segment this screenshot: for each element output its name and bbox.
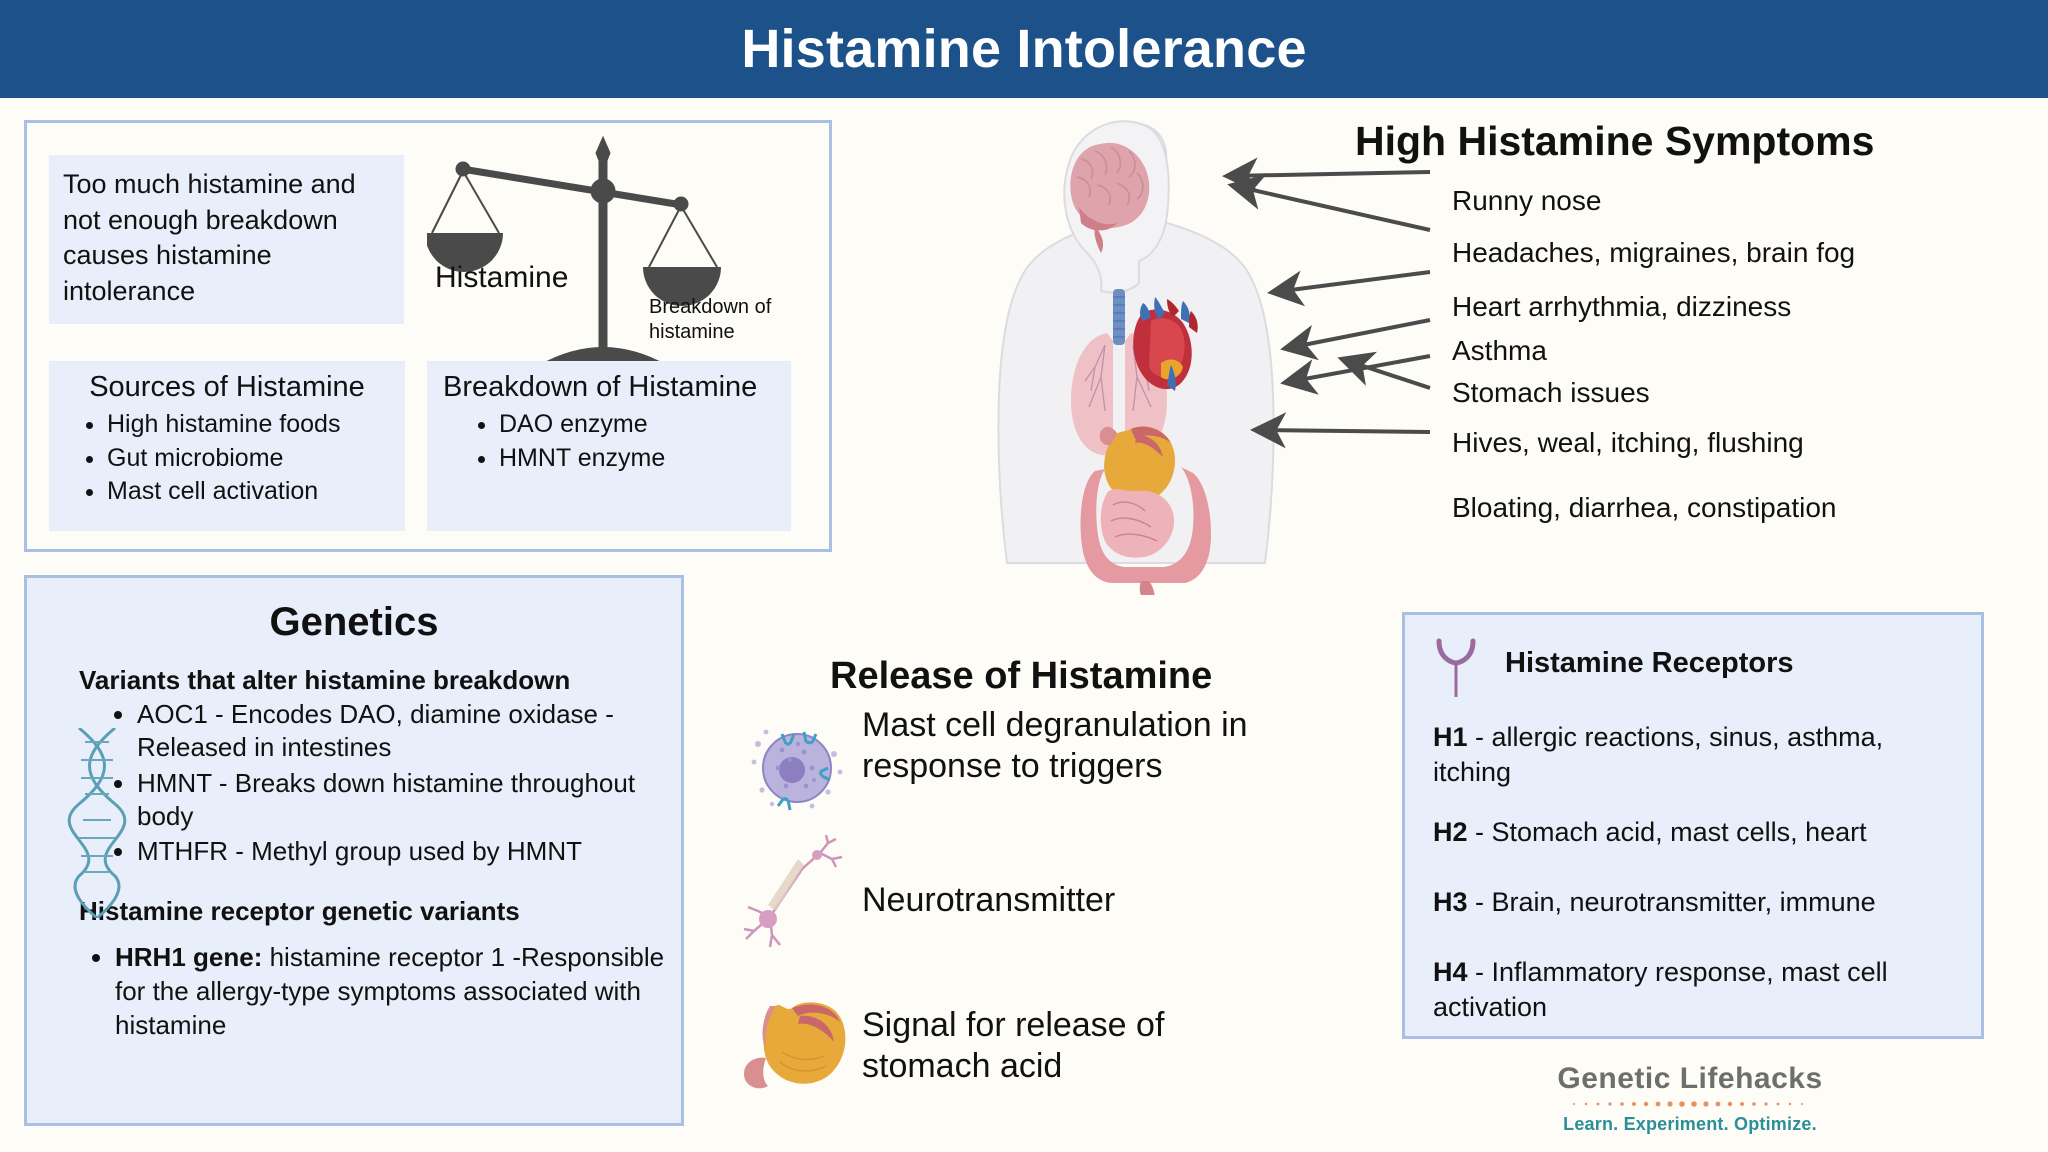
receptors-title: Histamine Receptors bbox=[1505, 647, 1794, 679]
arrow-heart bbox=[1267, 270, 1431, 307]
arrow-headaches bbox=[1227, 174, 1431, 232]
breakdown-of-histamine-box: Breakdown of Histamine DAO enzyme HMNT e… bbox=[427, 361, 791, 531]
human-body-illustration bbox=[997, 120, 1275, 595]
symptom-item: Heart arrhythmia, dizziness bbox=[1452, 291, 1792, 322]
receptor-code: H1 bbox=[1433, 722, 1468, 752]
list-item: HMNT enzyme bbox=[499, 442, 777, 476]
symptom-item: Runny nose bbox=[1452, 185, 1602, 216]
symptom-item: Stomach issues bbox=[1452, 377, 1650, 408]
dna-helix-icon bbox=[67, 728, 127, 918]
breakdown-list: DAO enzyme HMNT enzyme bbox=[441, 408, 777, 475]
scale-right-label: Breakdown of histamine bbox=[649, 296, 772, 343]
receptor-icon bbox=[1436, 638, 1476, 697]
genetics-title: Genetics bbox=[269, 600, 439, 644]
sources-list: High histamine foods Gut microbiome Mast… bbox=[63, 408, 391, 509]
release-of-histamine-title: Release of Histamine bbox=[830, 655, 1213, 697]
receptor-desc: - allergic reactions, sinus, asthma, itc… bbox=[1433, 722, 1884, 787]
release-item-text: Neurotransmitter bbox=[862, 881, 1116, 919]
arrow-hives bbox=[1337, 351, 1431, 390]
histamine-receptors-panel: Histamine Receptors H1 - allergic reacti… bbox=[1402, 612, 1984, 1039]
symptom-arrows bbox=[1222, 157, 1431, 449]
hrh1-gene-label: HRH1 gene: bbox=[115, 942, 263, 973]
genetics-panel: Genetics Variants that alter histamine b… bbox=[24, 575, 684, 1126]
symptom-item: Hives, weal, itching, flushing bbox=[1452, 427, 1804, 458]
receptor-desc: - Stomach acid, mast cells, heart bbox=[1467, 817, 1867, 847]
symptom-item: Asthma bbox=[1452, 335, 1547, 366]
brand-name: Genetic Lifehacks bbox=[1557, 1062, 1823, 1095]
symptoms-title: High Histamine Symptoms bbox=[1355, 118, 1875, 164]
list-item: HRH1 gene: histamine receptor 1 -Respons… bbox=[115, 941, 681, 1042]
receptor-item: H3 - Brain, neurotransmitter, immune bbox=[1433, 885, 1963, 920]
genetics-subtitle-breakdown: Variants that alter histamine breakdown bbox=[79, 665, 571, 695]
arrow-stomach bbox=[1280, 354, 1431, 395]
mast-cell-icon bbox=[751, 729, 843, 811]
sources-title: Sources of Histamine bbox=[89, 371, 365, 403]
list-item: Gut microbiome bbox=[107, 442, 391, 476]
intro-text: Too much histamine and not enough breakd… bbox=[49, 155, 404, 324]
arrow-bloating bbox=[1250, 412, 1431, 449]
receptor-item: H1 - allergic reactions, sinus, asthma, … bbox=[1433, 720, 1963, 789]
list-item: MTHFR - Methyl group used by HMNT bbox=[137, 835, 681, 868]
genetics-subtitle-receptor: Histamine receptor genetic variants bbox=[79, 896, 520, 927]
symptom-item: Headaches, migraines, brain fog bbox=[1452, 237, 1856, 268]
arrow-runny-nose bbox=[1222, 157, 1431, 194]
hrh1-gene-desc: histamine receptor 1 -Responsible for th… bbox=[115, 942, 665, 1040]
receptor-code: H4 bbox=[1433, 957, 1468, 987]
list-item: High histamine foods bbox=[107, 408, 391, 442]
page-title: Histamine Intolerance bbox=[741, 19, 1307, 79]
release-item-text: Signal for release of stomach acid bbox=[862, 1006, 1165, 1086]
scale-left-label: Histamine bbox=[435, 261, 569, 294]
dot-divider-icon bbox=[1573, 1101, 1803, 1107]
receptor-code: H2 bbox=[1433, 817, 1468, 847]
stomach-icon bbox=[744, 1002, 846, 1089]
genetics-variants-list: AOC1 - Encodes DAO, diamine oxidase - Re… bbox=[27, 698, 681, 868]
scale-icon bbox=[425, 135, 721, 365]
sources-of-histamine-box: Sources of Histamine High histamine food… bbox=[49, 361, 405, 531]
overview-panel: Too much histamine and not enough breakd… bbox=[24, 120, 832, 552]
neuron-icon bbox=[743, 835, 843, 948]
page-header: Histamine Intolerance bbox=[0, 0, 2048, 98]
receptor-desc: - Brain, neurotransmitter, immune bbox=[1467, 887, 1876, 917]
balance-scale-illustration: Histamine Breakdown of histamine bbox=[425, 133, 817, 383]
receptor-desc: - Inflammatory response, mast cell activ… bbox=[1433, 957, 1888, 1022]
list-item: DAO enzyme bbox=[499, 408, 777, 442]
genetics-receptor-list: HRH1 gene: histamine receptor 1 -Respons… bbox=[27, 941, 681, 1042]
list-item: HMNT - Breaks down histamine throughout … bbox=[137, 767, 681, 834]
arrow-asthma bbox=[1280, 318, 1431, 361]
brand-tagline: Learn. Experiment. Optimize. bbox=[1563, 1114, 1817, 1134]
list-item: Mast cell activation bbox=[107, 475, 391, 509]
brand-logo: Genetic Lifehacks Learn. Experiment. Opt… bbox=[1540, 1062, 1840, 1135]
breakdown-title: Breakdown of Histamine bbox=[443, 371, 758, 403]
receptor-item: H2 - Stomach acid, mast cells, heart bbox=[1433, 815, 1963, 850]
receptor-item: H4 - Inflammatory response, mast cell ac… bbox=[1433, 955, 1963, 1024]
release-item-text: Mast cell degranulation in response to t… bbox=[862, 706, 1248, 786]
receptor-code: H3 bbox=[1433, 887, 1468, 917]
list-item: AOC1 - Encodes DAO, diamine oxidase - Re… bbox=[137, 698, 681, 765]
symptom-item: Bloating, diarrhea, constipation bbox=[1452, 492, 1837, 523]
